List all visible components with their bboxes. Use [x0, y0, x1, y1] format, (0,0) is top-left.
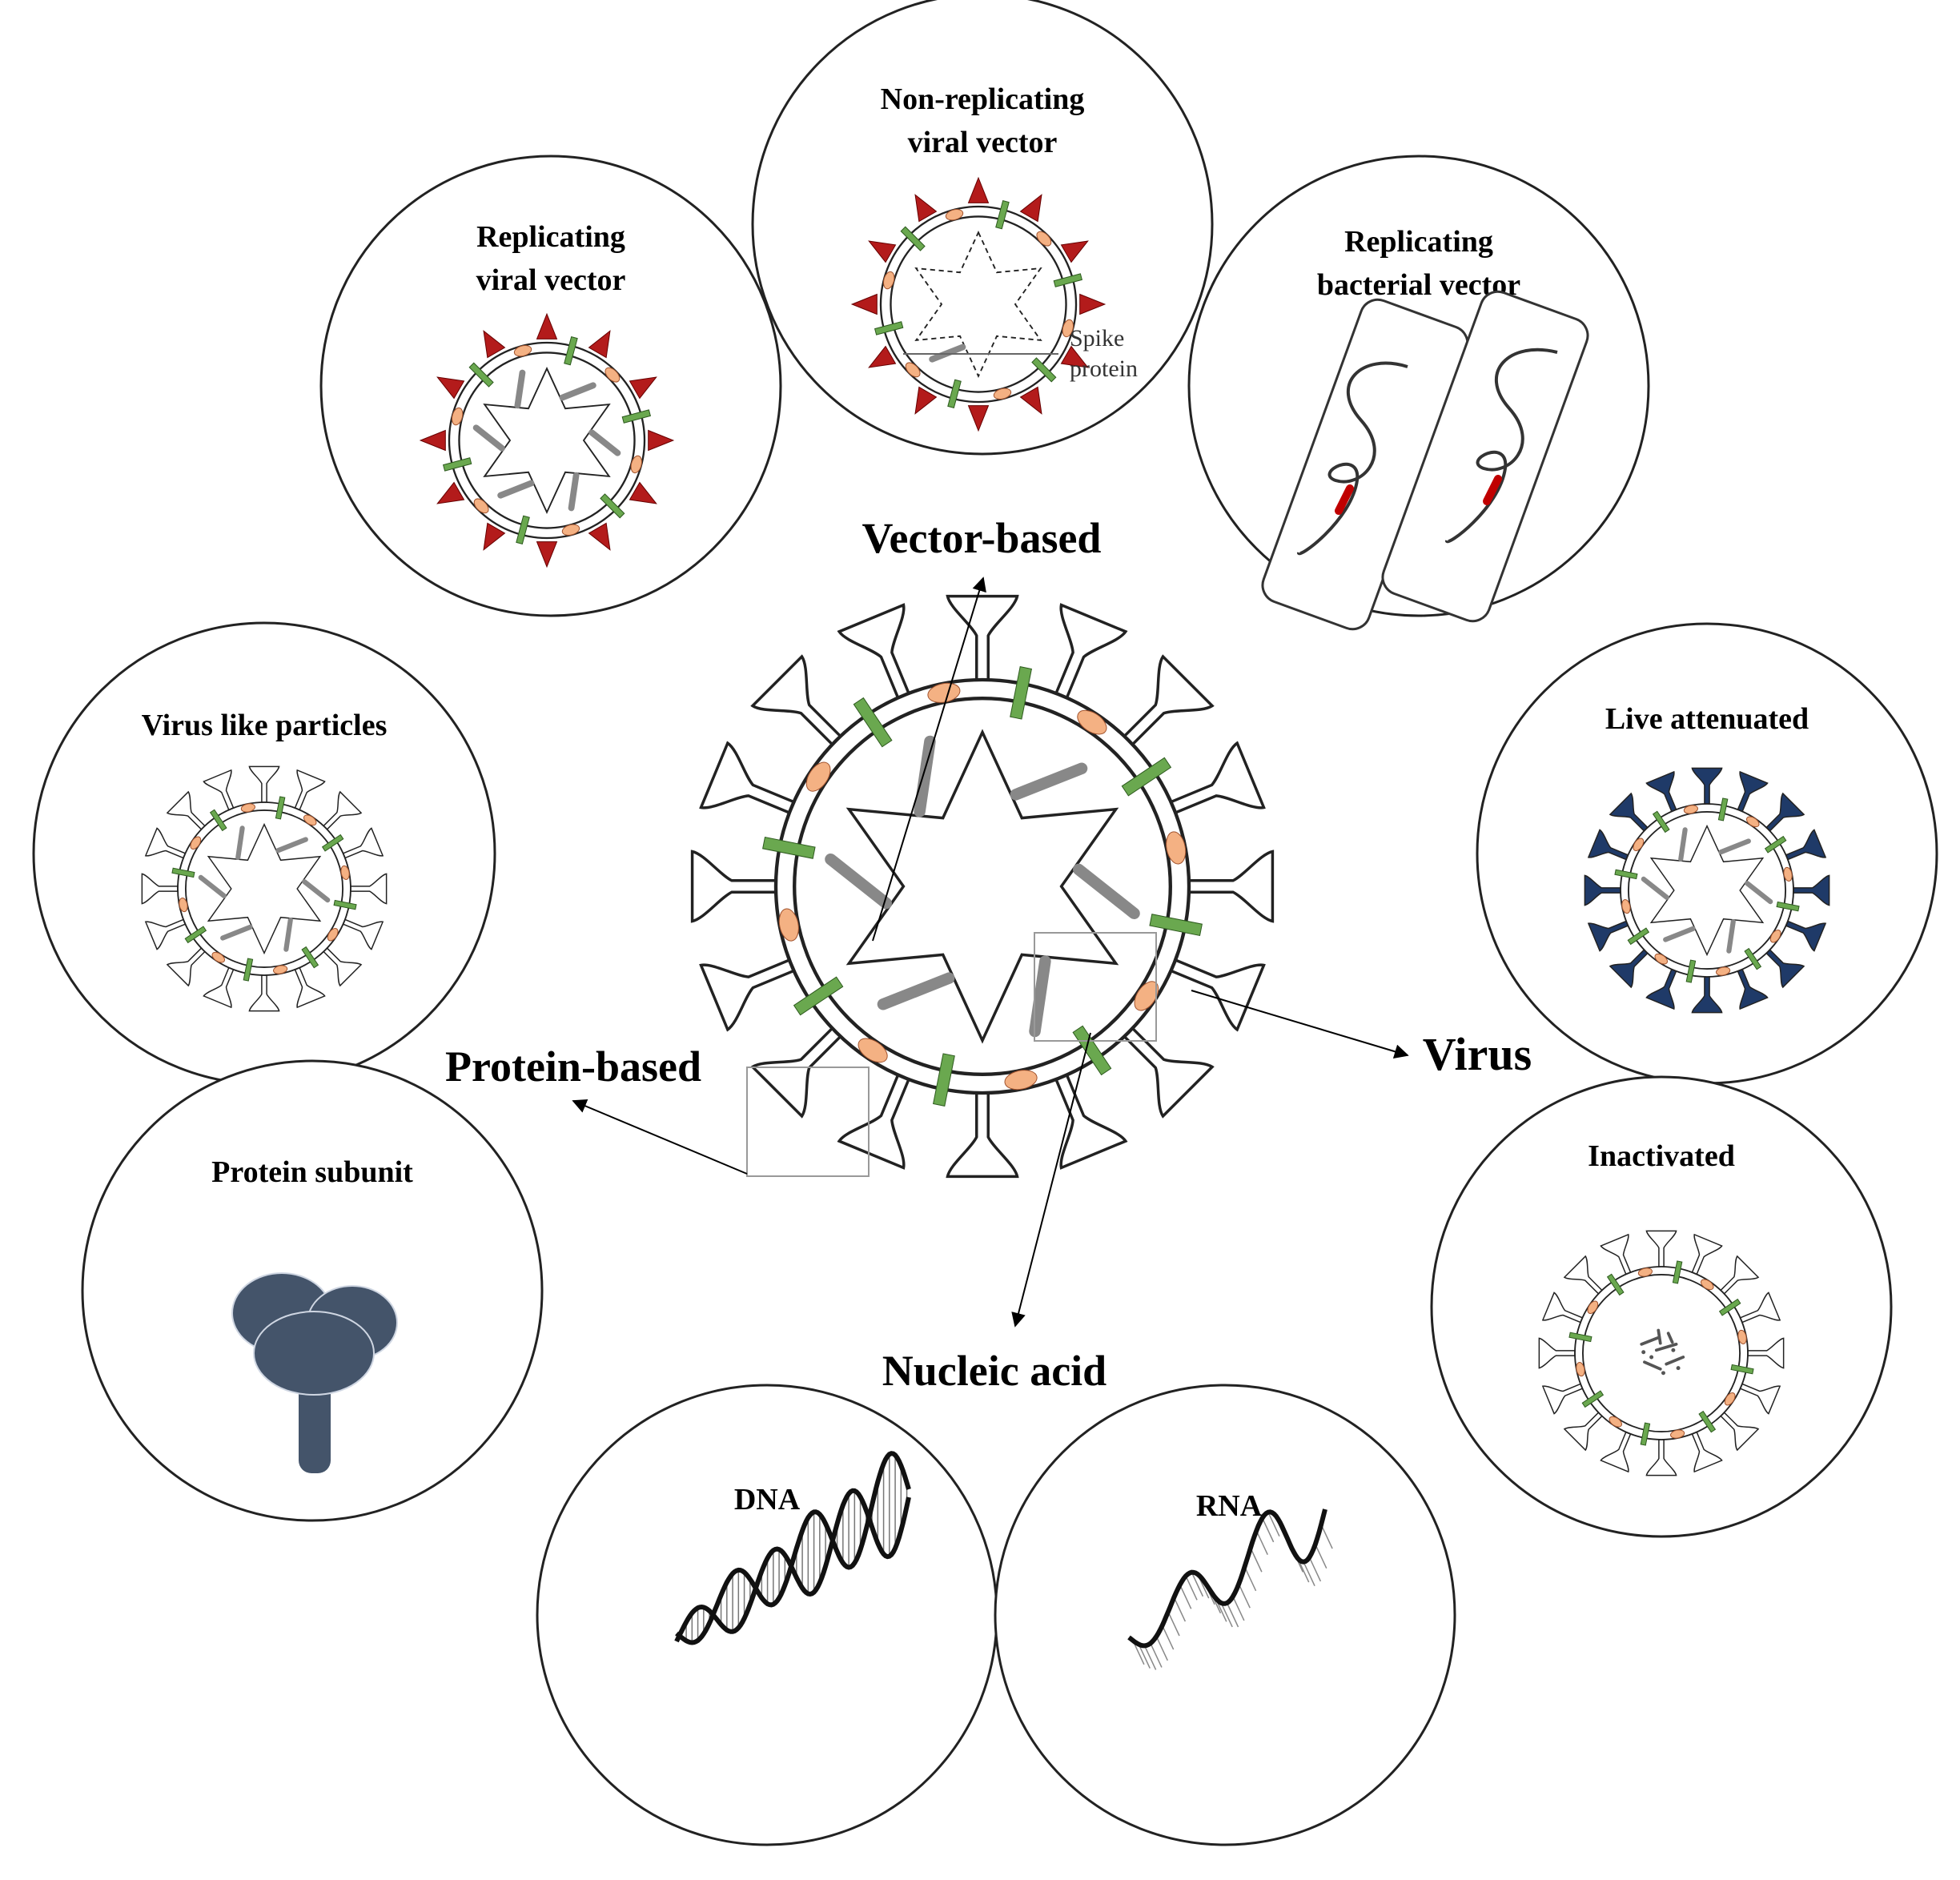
coronavirus-icon	[690, 594, 1275, 1179]
dna-helix-icon	[674, 1451, 911, 1645]
category-virus: Virus	[1423, 1028, 1532, 1080]
arrow-to-vector-based	[872, 576, 986, 942]
panel-non-replicating-viral-vector: Non-replicating viral vector Spike prote…	[751, 0, 1214, 456]
panel-title-vlp: Virus like particles	[142, 709, 388, 742]
panel-title-protein-subunit: Protein subunit	[211, 1155, 413, 1189]
panel-title-bacterial-line1: Replicating	[1344, 225, 1493, 259]
virus-icon-inactivated	[1538, 1230, 1785, 1476]
panel-title-rna: RNA	[1196, 1489, 1263, 1523]
protein-subunit-icon	[231, 1272, 398, 1473]
panel-dna: DNA	[536, 1384, 998, 1846]
panel-inactivated: Inactivated	[1430, 1075, 1893, 1538]
panel-live-attenuated: Live attenuated	[1476, 622, 1938, 1085]
panel-protein-subunit: Protein subunit	[81, 1059, 544, 1522]
bacteria-icon	[1261, 290, 1589, 631]
category-protein-based: Protein-based	[445, 1042, 701, 1091]
virus-icon-live-attenuated	[1584, 767, 1830, 1014]
genome-highlight-box	[1034, 932, 1157, 1042]
panel-title-nonrep-line1: Non-replicating	[881, 82, 1085, 116]
virus-icon-red-spikes	[419, 312, 675, 568]
panel-virus-like-particles: Virus like particles	[32, 621, 496, 1086]
spike-protein-label-line2: protein	[1070, 356, 1138, 382]
panel-title-nonrep-line2: viral vector	[908, 126, 1058, 159]
arrow-to-virus	[1191, 990, 1409, 1059]
panel-title-replicating-viral-line1: Replicating	[476, 220, 625, 254]
spike-protein-label-line1: Spike	[1070, 325, 1124, 351]
panel-title-live-attenuated: Live attenuated	[1605, 702, 1809, 736]
panel-replicating-viral-vector: Replicating viral vector	[319, 155, 782, 617]
panel-title-dna: DNA	[734, 1483, 801, 1516]
spike-highlight-box	[746, 1067, 870, 1177]
panel-replicating-bacterial-vector: Replicating bacterial vector	[1187, 155, 1650, 631]
panel-title-inactivated: Inactivated	[1588, 1139, 1735, 1173]
panel-rna: RNA	[994, 1384, 1456, 1846]
virus-icon-vlp	[141, 765, 388, 1012]
category-vector-based: Vector-based	[862, 514, 1102, 562]
arrow-to-protein-based	[572, 1099, 748, 1175]
arrow-to-nucleic-acid	[1011, 1032, 1091, 1328]
category-nucleic-acid: Nucleic acid	[882, 1347, 1107, 1395]
rna-strand-icon	[1127, 1508, 1333, 1670]
panel-title-replicating-viral-line2: viral vector	[476, 263, 626, 297]
